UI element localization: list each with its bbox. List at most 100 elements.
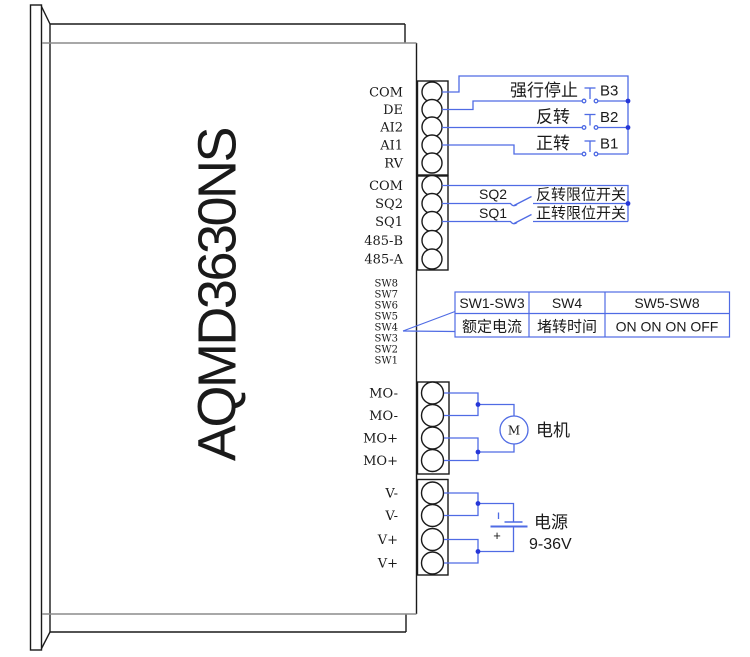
label-sw4: SW4 (375, 323, 399, 334)
battery-plus-marker: + (493, 528, 501, 543)
label-sw3: SW3 (375, 334, 399, 345)
junction-dot (475, 449, 481, 455)
label-v-4: V+ (377, 557, 398, 572)
terminal-screw-mo2 (420, 403, 445, 428)
push-button-circuit (442, 75, 631, 157)
power-circuit (444, 492, 528, 564)
label-sw1: SW1 (375, 356, 399, 367)
label-de: DE (383, 103, 403, 118)
limit-switch-sq1-function: 正转限位开关 (536, 204, 626, 222)
dip-table-border (454, 291, 731, 338)
junction-dot (475, 501, 481, 506)
label-mo-3: MO+ (363, 432, 398, 447)
button-b1-function: 正转 (536, 134, 570, 154)
dip-switch-labels: SW8 SW7 SW6 SW5 SW4 SW3 SW2 SW1 (375, 279, 399, 367)
label-com2: COM (369, 179, 403, 194)
junction-dot (475, 549, 481, 554)
flange-body-joint-top (40, 6, 51, 25)
wire-de-b3 (442, 100, 582, 111)
label-v-3: V+ (377, 533, 398, 548)
terminal-screw-485a (421, 248, 443, 270)
label-sq1: SQ1 (375, 215, 403, 230)
dip-table-value-1: 额定电流 (462, 318, 522, 336)
wire-vminus-battery (478, 502, 515, 522)
terminal-screw-mo1 (420, 381, 445, 405)
terminal-screw-rv (421, 152, 443, 174)
wire-mo-minus-motor (478, 403, 515, 416)
flange-body-joint-bottom (40, 631, 51, 649)
terminal-screw-sq2 (421, 192, 443, 215)
power-supply-range: 9-36V (529, 536, 572, 553)
wire-vplus-battery (478, 526, 515, 553)
wire-v3 (444, 538, 479, 552)
label-sw5: SW5 (375, 312, 399, 323)
dip-callout-line-lower (402, 330, 456, 333)
junction-dot (625, 125, 631, 130)
b1-contact-left (581, 151, 587, 157)
label-sw2: SW2 (375, 345, 399, 356)
terminal-screw-485b (421, 229, 443, 252)
label-v-1: V- (384, 487, 398, 502)
button-b3-name: B3 (600, 83, 618, 100)
terminal-screw-com2 (421, 174, 443, 197)
label-mo-4: MO+ (363, 454, 398, 469)
label-ai2: AI2 (379, 121, 403, 136)
wire-v4 (444, 551, 479, 564)
button-b2-name: B2 (600, 109, 618, 126)
terminal-screw-v1 (420, 481, 445, 505)
wire-v2 (444, 503, 479, 517)
wire-mo-plus-motor (478, 444, 515, 453)
mounting-flange (29, 4, 43, 651)
b3-contact-right (593, 98, 599, 104)
label-ai1: AI1 (379, 139, 403, 154)
device-outline (29, 4, 418, 651)
limit-switch-circuit (442, 184, 631, 225)
wire-ai1-b1 (442, 144, 582, 155)
junction-dot (475, 402, 481, 407)
power-supply-label: 电源 (534, 513, 568, 533)
label-485a: 485-A (364, 253, 403, 268)
label-v-2: V- (384, 509, 398, 524)
label-rv: RV (384, 157, 403, 172)
wire-com2-bus (442, 184, 629, 222)
button-b2-function: 反转 (536, 108, 570, 128)
dip-table-header-3: SW5-SW8 (634, 295, 700, 311)
terminal-screw-ai2 (421, 116, 443, 138)
wire-mo1 (444, 392, 479, 405)
dip-table-header-2: SW4 (552, 295, 583, 311)
terminal-screw-mo4 (420, 448, 445, 473)
label-sw8: SW8 (375, 279, 399, 290)
terminal-blocks (416, 80, 450, 576)
wire-mo4 (444, 452, 479, 462)
label-mo-2: MO- (369, 409, 398, 424)
dip-table-value-2: 堵转时间 (537, 318, 597, 336)
motor-symbol-circle (499, 415, 529, 445)
motor-circuit (444, 392, 529, 462)
b2-contact-right (593, 125, 599, 130)
terminal-screw-mo3 (420, 426, 445, 450)
dip-callout-line-upper (402, 310, 456, 332)
motor-label: 电机 (536, 421, 570, 441)
sq1-blade (513, 213, 532, 225)
terminal-screw-v3 (420, 527, 445, 552)
label-mo-1: MO- (369, 387, 398, 402)
button-b1-name: B1 (600, 136, 618, 153)
limit-switch-sq2-name: SQ2 (479, 186, 507, 202)
terminal-screw-ai1 (421, 134, 443, 156)
push-button-b2 (581, 113, 599, 130)
model-name: AQMD3630NS (187, 128, 247, 461)
b1-contact-right (593, 151, 599, 157)
label-485b: 485-B (364, 234, 403, 249)
motor-symbol-letter: M (508, 424, 520, 438)
button-b3-function: 强行停止 (510, 81, 578, 101)
terminal-labels: COM DE AI2 AI1 RV COM SQ2 SQ1 485-B 485-… (363, 86, 403, 572)
wire-mo2 (444, 404, 479, 417)
push-button-b1 (581, 140, 599, 157)
label-sw6: SW6 (375, 301, 399, 312)
dip-table (402, 291, 731, 338)
label-com1: COM (369, 86, 403, 101)
terminal-screw-v2 (420, 503, 445, 528)
junction-dot (625, 98, 631, 104)
